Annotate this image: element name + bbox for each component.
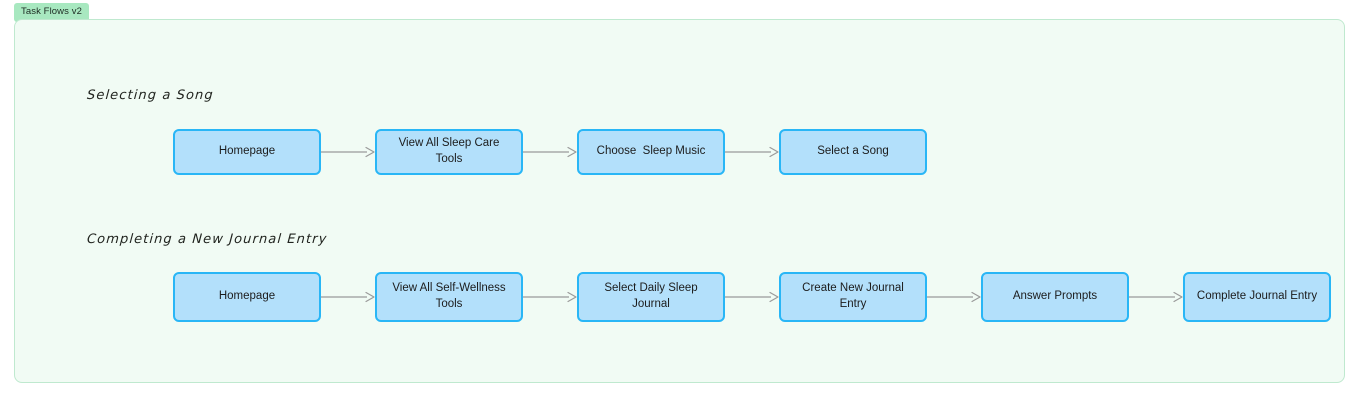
flow-node[interactable]: Select a Song — [779, 129, 927, 175]
section-title-selecting-a-song: Selecting a Song — [86, 88, 215, 103]
flow-row-selecting-a-song: Homepage View All Sleep Care Tools Choose … — [173, 129, 927, 175]
frame-tag-task-flows[interactable]: Task Flows v2 — [14, 3, 89, 22]
flow-node[interactable]: Complete Journal Entry — [1183, 272, 1331, 322]
flow-node[interactable]: View All Sleep Care Tools — [375, 129, 523, 175]
flow-arrow-icon — [927, 291, 981, 303]
flow-arrow-icon — [725, 291, 779, 303]
task-flows-frame: Selecting a Song Homepage View All Sleep … — [14, 19, 1345, 383]
flow-node[interactable]: Answer Prompts — [981, 272, 1129, 322]
flow-node[interactable]: Select Daily Sleep Journal — [577, 272, 725, 322]
flow-node[interactable]: Create New Journal Entry — [779, 272, 927, 322]
flow-arrow-icon — [321, 146, 375, 158]
flow-arrow-icon — [523, 291, 577, 303]
flow-arrow-icon — [725, 146, 779, 158]
flow-arrow-icon — [523, 146, 577, 158]
section-title-completing-a-new-journal-entry: Completing a New Journal Entry — [86, 232, 328, 247]
flow-arrow-icon — [321, 291, 375, 303]
flow-node[interactable]: Homepage — [173, 129, 321, 175]
flow-row-completing-a-new-journal-entry: Homepage View All Self-Wellness Tools Sele… — [173, 272, 1331, 322]
flow-node[interactable]: Homepage — [173, 272, 321, 322]
flow-node[interactable]: View All Self-Wellness Tools — [375, 272, 523, 322]
flow-arrow-icon — [1129, 291, 1183, 303]
flow-node[interactable]: Choose Sleep Music — [577, 129, 725, 175]
